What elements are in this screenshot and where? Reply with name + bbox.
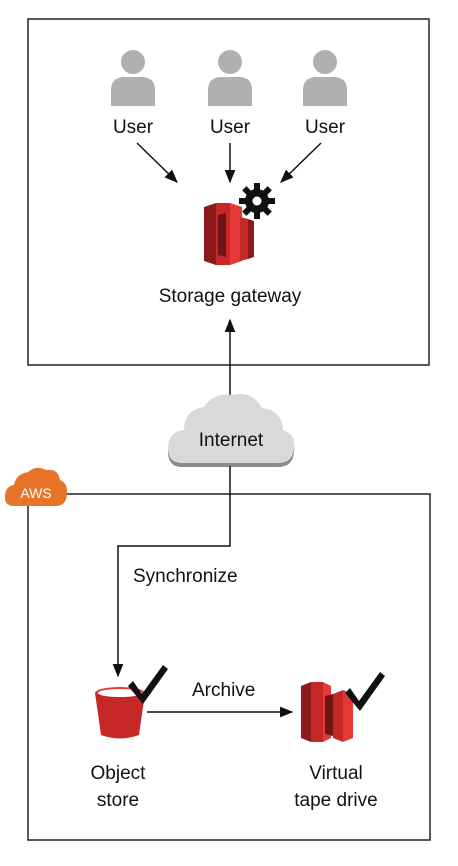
gateway-label: Storage gateway xyxy=(159,286,302,307)
tape-drive-icon xyxy=(301,682,353,742)
aws-cloud-box xyxy=(27,493,431,841)
cloud-icon xyxy=(168,393,295,467)
object-store-label: Object xyxy=(91,763,147,784)
checkmark-icon xyxy=(345,672,385,711)
user-to-gateway-arrow xyxy=(280,142,322,183)
user-to-gateway-arrow xyxy=(136,142,178,183)
gear-icon xyxy=(239,183,275,219)
synchronize-label: Synchronize xyxy=(133,566,238,587)
aws-badge-label: AWS xyxy=(20,485,51,501)
bucket-icon xyxy=(95,687,145,739)
aws-badge: AWS xyxy=(4,467,68,506)
user-label: User xyxy=(305,117,346,138)
checkmark-icon xyxy=(128,665,168,704)
object-store-label: store xyxy=(97,790,139,811)
user-icon xyxy=(303,50,347,106)
user-label: User xyxy=(113,117,154,138)
internet-label: Internet xyxy=(199,430,264,451)
synchronize-arrow xyxy=(112,466,231,678)
storage-gateway-icon xyxy=(204,203,254,265)
on-premises-box xyxy=(27,18,430,366)
user-icon xyxy=(111,50,155,106)
archive-label: Archive xyxy=(192,680,255,701)
user-label: User xyxy=(210,117,251,138)
user-icon xyxy=(208,50,252,106)
tape-drive-label: tape drive xyxy=(294,790,377,811)
tape-drive-label: Virtual xyxy=(309,763,363,784)
